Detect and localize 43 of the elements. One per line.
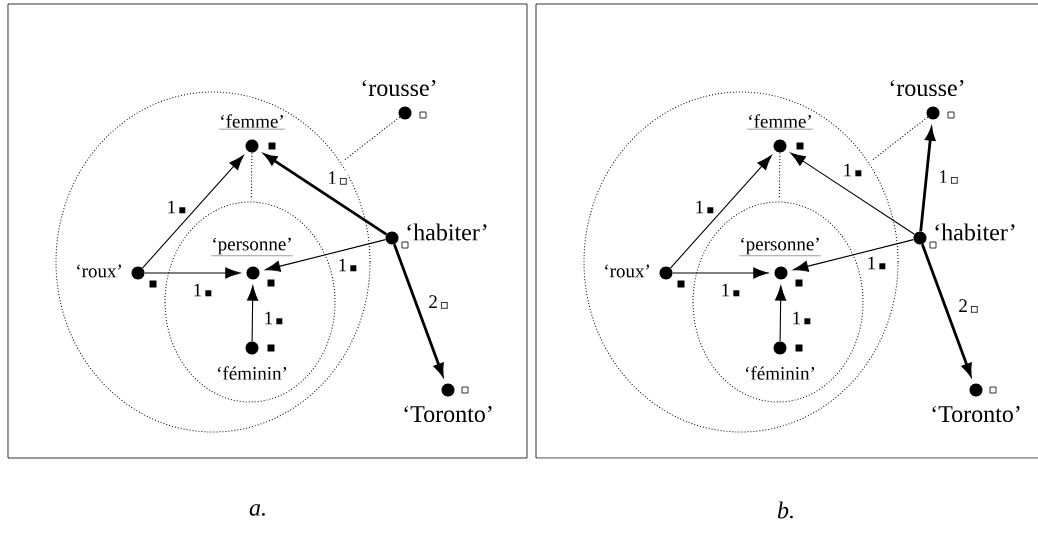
dotted-ellipse [692, 201, 864, 403]
arrow [247, 285, 259, 342]
arrow [141, 155, 244, 269]
edge-label: 1 [336, 257, 358, 273]
edge-label: 1 [693, 199, 715, 215]
node-label: b. [777, 501, 793, 519]
edge-label: 1 [191, 282, 213, 298]
node-label: ‘féminin’ [217, 366, 287, 380]
node-label: a. [249, 504, 265, 516]
arrow [144, 267, 241, 279]
edge-label: 1 [937, 169, 959, 185]
node-label: ‘femme’ [747, 114, 813, 130]
dotted-line [778, 152, 781, 198]
node-label: ‘Toronto’ [932, 405, 1020, 423]
node-label: ‘roux’ [77, 264, 121, 278]
node-label: ‘habiter’ [407, 223, 487, 241]
arrow [790, 152, 915, 235]
node-label: ‘féminin’ [745, 366, 815, 380]
dotted-line [871, 116, 929, 161]
arrow [669, 155, 772, 269]
arrow [672, 267, 769, 279]
edge-label: 1 [790, 310, 812, 326]
node-label: ‘roux’ [605, 264, 649, 278]
node-label: ‘personne’ [739, 237, 821, 256]
dotted-ellipse [164, 201, 336, 403]
arrow [265, 239, 387, 272]
arrow [775, 285, 787, 342]
edge-label: 1 [719, 282, 741, 298]
edge-label: 1 [262, 310, 284, 326]
arrow [264, 153, 388, 236]
edge-label: 1 [326, 170, 348, 186]
dotted-line [343, 116, 401, 161]
dotted-line [250, 152, 253, 198]
node-label: ‘femme’ [219, 114, 285, 130]
edge-label: 1 [841, 162, 863, 178]
node-label: ‘personne’ [211, 237, 293, 256]
edge-label: 1 [865, 255, 887, 271]
node-label: ‘rousse’ [362, 79, 436, 97]
node-label: ‘habiter’ [935, 223, 1015, 241]
node-label: ‘rousse’ [890, 79, 964, 97]
node-label: ‘Toronto’ [404, 405, 492, 423]
edge-label: 1 [165, 199, 187, 215]
arrow [793, 239, 915, 272]
